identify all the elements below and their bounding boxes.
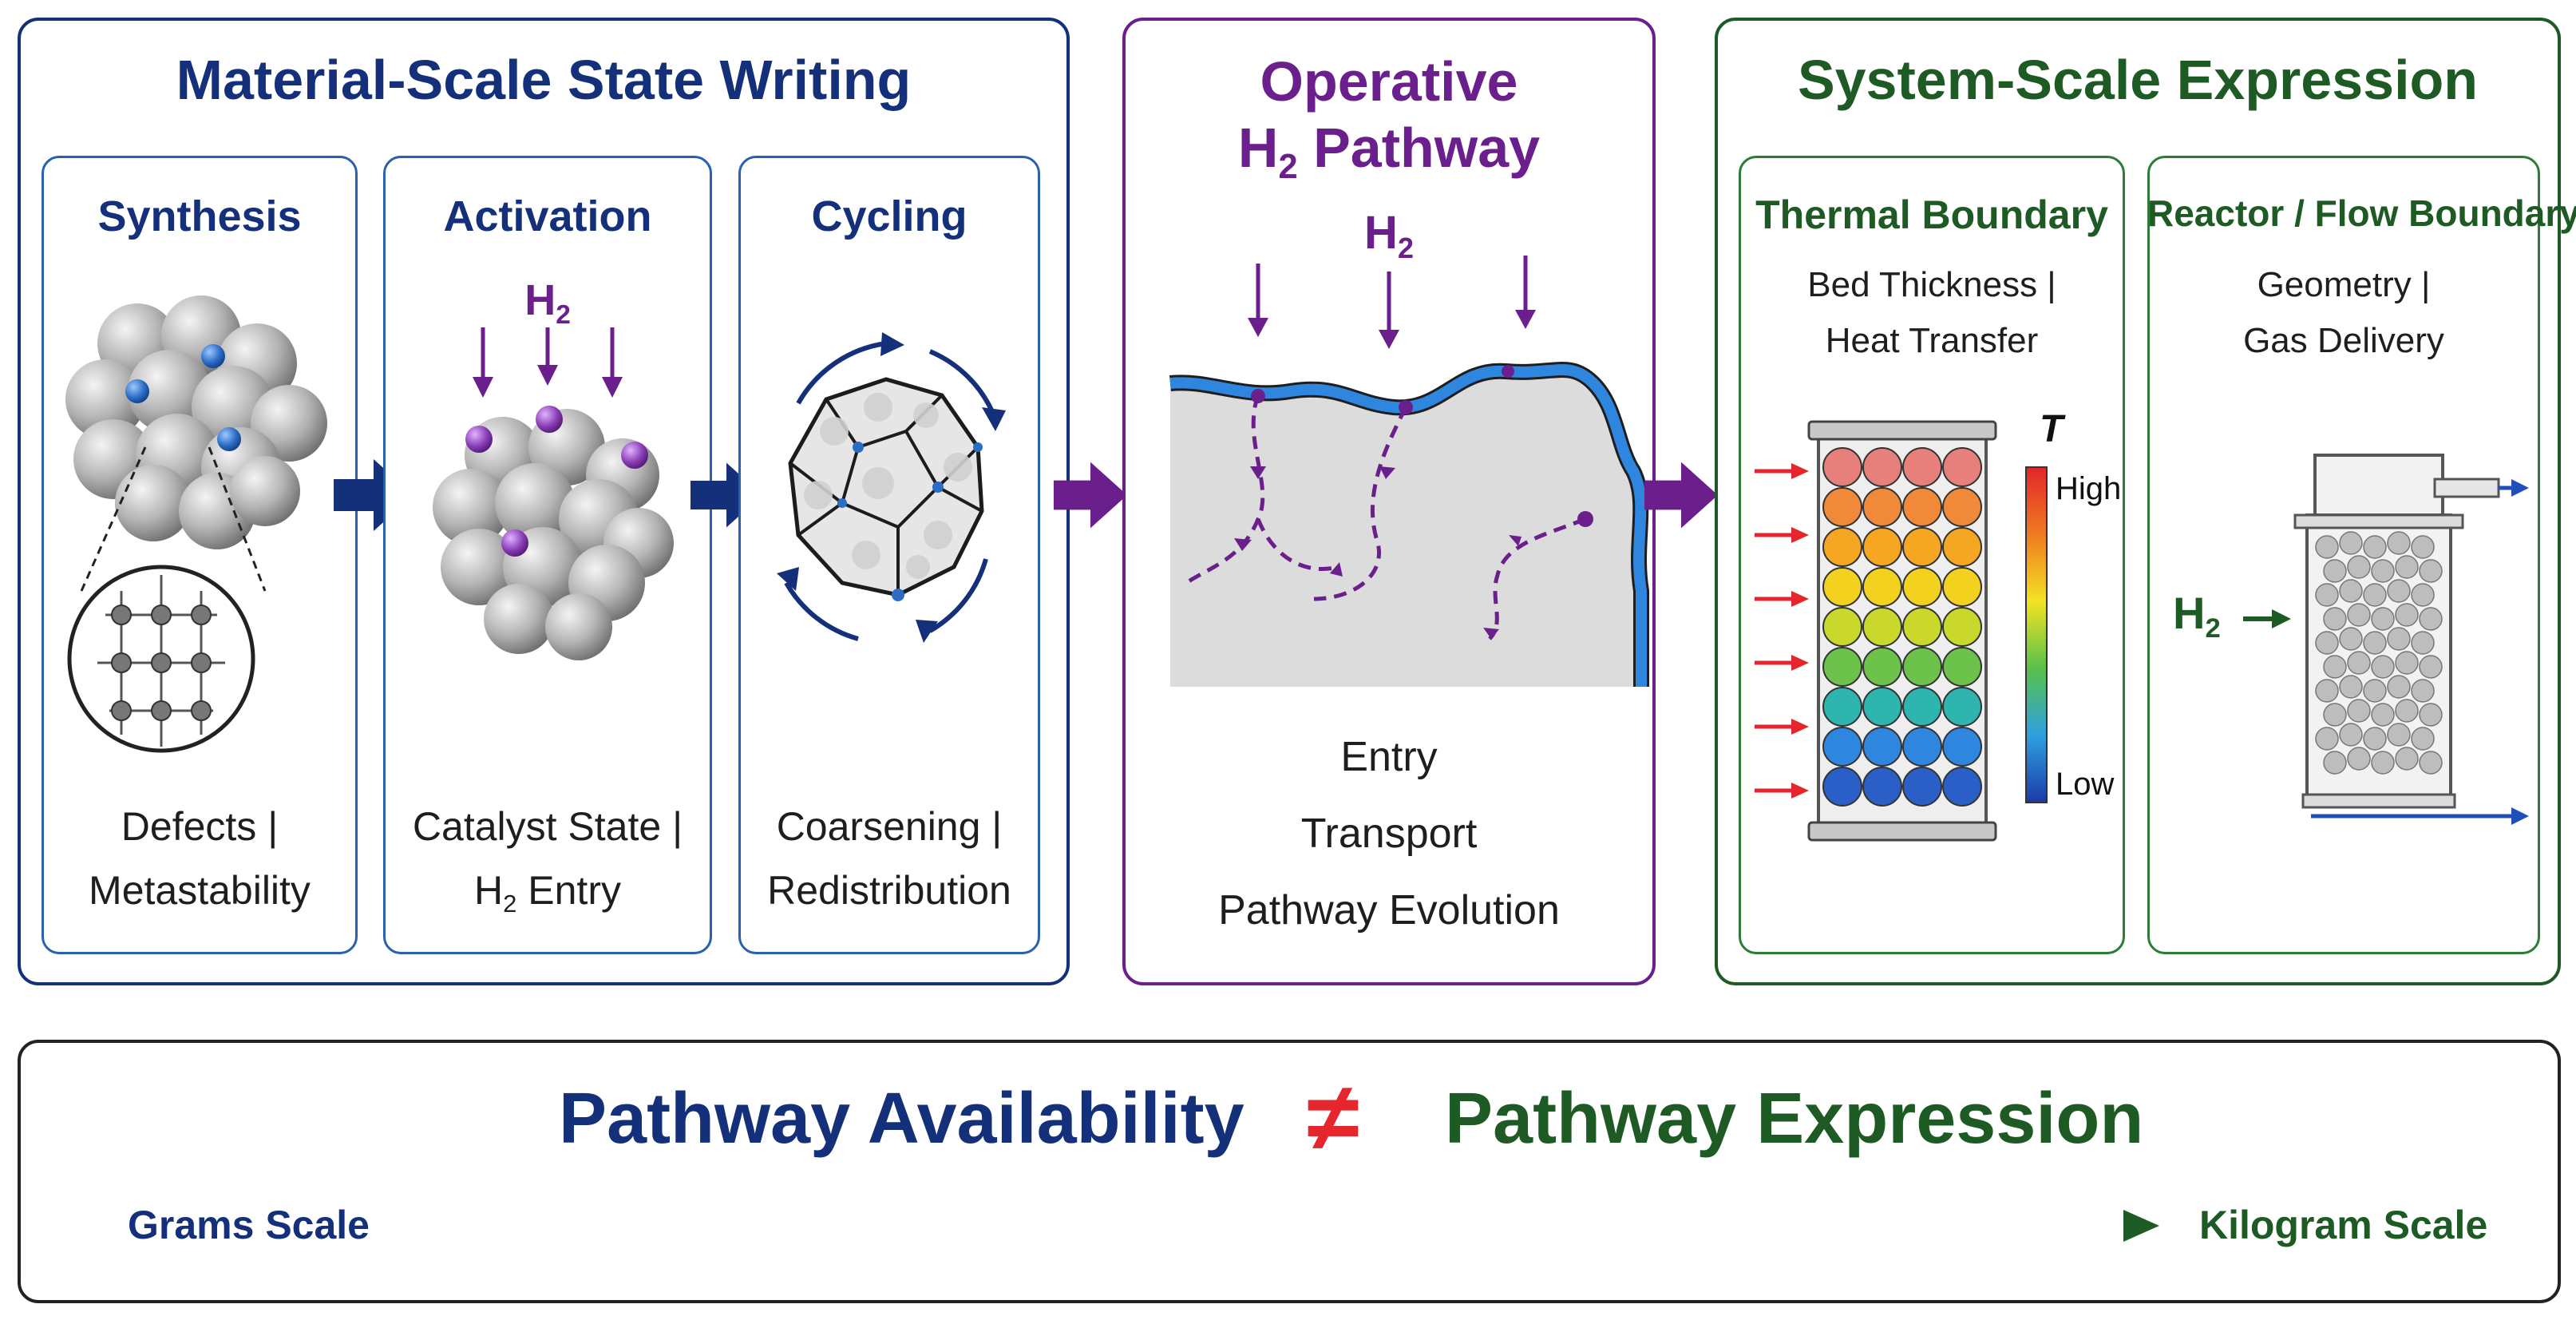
reactor-caption-2: Gas Delivery [2243,321,2444,360]
reactor-vessel-illustration [2243,454,2529,825]
reactor-h2-inlet-label: H2 [2173,588,2221,644]
cycling-cluster-illustration [777,332,1006,643]
synthesis-box [42,156,358,954]
pathway-step-entry: Entry [1340,734,1438,780]
activation-title: Activation [443,192,652,240]
arrow-material-to-pathway-icon [1054,462,1127,529]
activation-caption-1: Catalyst State | [412,804,683,849]
synthesis-caption-1: Defects | [121,804,279,849]
pathway-step-evolution: Pathway Evolution [1218,887,1560,934]
not-equal-symbol: ≠ [1307,1064,1359,1171]
temperature-scale-low: Low [2056,767,2115,802]
temperature-scale-high: High [2056,471,2122,506]
activation-h2-label: H2 [524,276,571,330]
synthesis-title: Synthesis [97,192,302,240]
synthesis-caption-2: Metastability [89,868,311,913]
arrow-pathway-to-system-icon [1644,462,1718,529]
pathway-availability-label: Pathway Availability [559,1079,1244,1159]
operative-pathway-title-line1: Operative [1260,50,1518,113]
temperature-scale-symbol: T [2040,408,2064,450]
reactor-flow-boundary-title: Reactor / Flow Boundary [2147,192,2576,234]
packed-bed-temperature-illustration [1755,420,2048,842]
reactor-caption-1: Geometry | [2257,265,2431,304]
cycling-caption-1: Coarsening | [776,804,1003,849]
activation-cluster-illustration [433,327,674,660]
synthesis-cluster-illustration [65,295,327,753]
grams-scale-label: Grams Scale [128,1203,370,1247]
thermal-caption-1: Bed Thickness | [1807,265,2056,304]
cycling-caption-2: Redistribution [767,868,1011,913]
material-scale-title: Material-Scale State Writing [176,49,912,111]
thermal-boundary-title: Thermal Boundary [1755,192,2108,237]
thermal-caption-2: Heat Transfer [1825,321,2039,360]
system-scale-title: System-Scale Expression [1797,49,2479,111]
cycling-title: Cycling [811,192,967,240]
pathway-expression-label: Pathway Expression [1445,1079,2144,1159]
comparison-panel [18,1040,2561,1303]
scale-gradient-arrow [375,1210,2159,1242]
pathway-surface-illustration [1169,256,1649,687]
kilogram-scale-label: Kilogram Scale [2199,1203,2488,1247]
pathway-h2-label: H2 [1364,207,1414,264]
activation-caption-2: H2 Entry [474,868,621,918]
pathway-step-transport: Transport [1300,811,1478,857]
operative-pathway-title-line2: H2 Pathway [1237,117,1541,186]
